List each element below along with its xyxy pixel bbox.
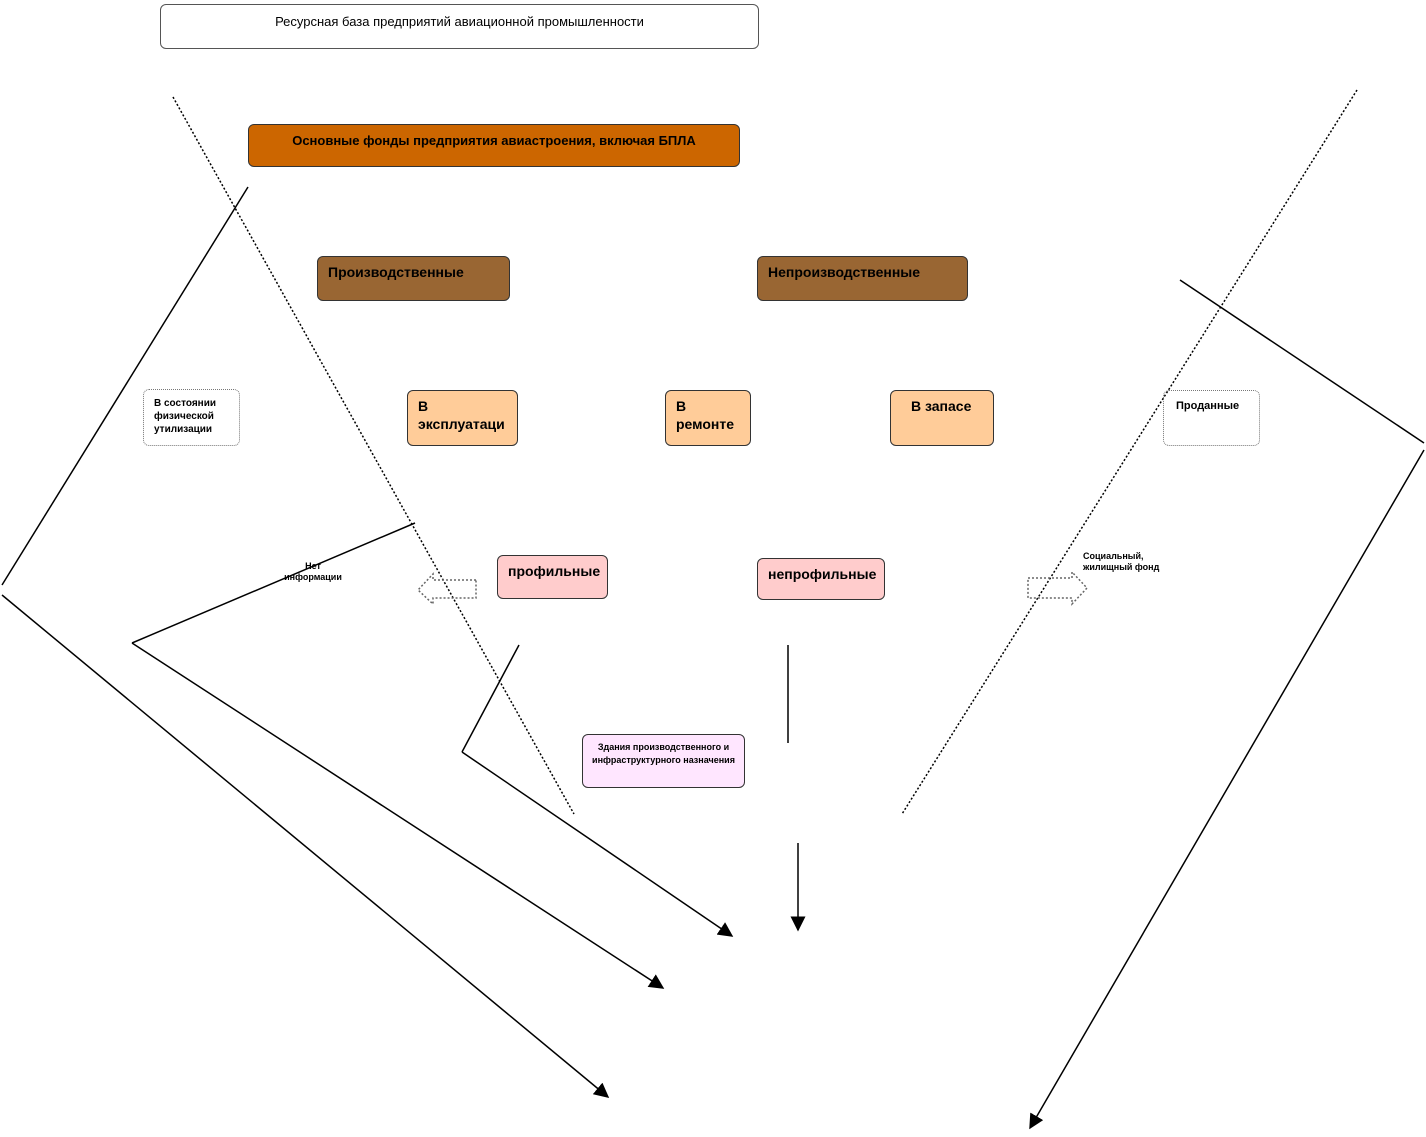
production-box: Производственные [317, 256, 510, 301]
in-use-box: В эксплуатаци [407, 390, 518, 446]
nonproduction-box: Непроизводственные [757, 256, 968, 301]
reserve-box: В запасе [890, 390, 994, 446]
no-info-label: Нет информации [284, 561, 342, 582]
main-funds-box: Основные фонды предприятия авиастроения,… [248, 124, 740, 167]
repair-box: В ремонте [665, 390, 751, 446]
title-box: Ресурсная база предприятий авиационной п… [160, 4, 759, 49]
core-box: профильные [497, 555, 608, 599]
social-label: Социальный, жилищный фонд [1083, 551, 1160, 572]
buildings-box: Здания производственного и инфраструктур… [582, 734, 745, 788]
noncore-box: непрофильные [757, 558, 885, 600]
utilization-box: В состоянии физической утилизации [143, 389, 240, 446]
sold-box: Проданные [1163, 390, 1260, 446]
